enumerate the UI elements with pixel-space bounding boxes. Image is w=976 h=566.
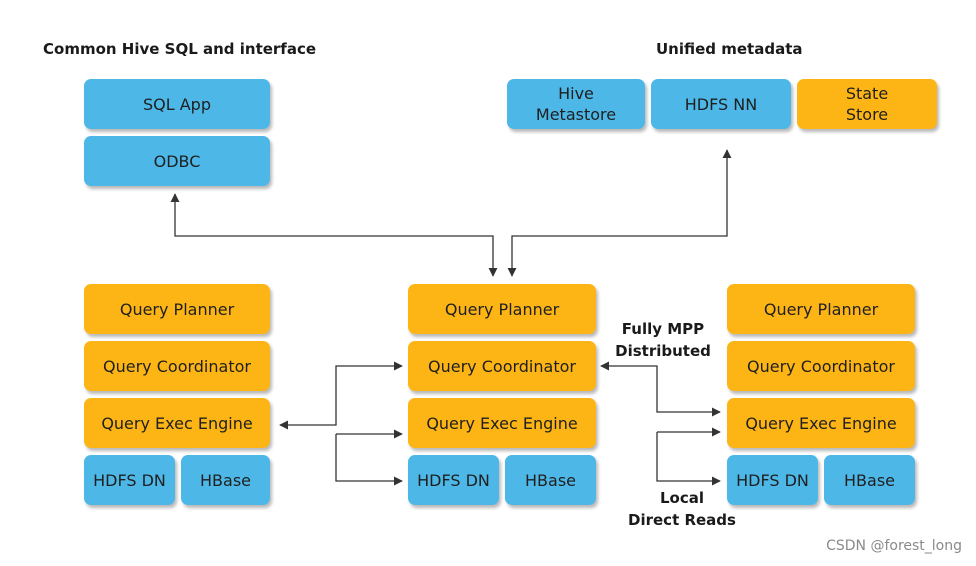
query-planner-box: Query Planner [84,284,270,334]
annotation-fully-mpp: Fully MPP Distributed [615,320,711,360]
heading-unified-metadata: Unified metadata [656,40,803,58]
query-exec-engine-box: Query Exec Engine [84,398,270,448]
query-coordinator-box: Query Coordinator [408,341,596,391]
sql-app-box: SQL App [84,79,270,129]
query-planner-box: Query Planner [408,284,596,334]
query-exec-engine-box: Query Exec Engine [408,398,596,448]
annotation-local-reads: Local Direct Reads [628,489,736,529]
query-coordinator-box: Query Coordinator [727,341,915,391]
arrow-right-exec-to-center-coordinator [600,361,721,417]
hive-metastore-box: Hive Metastore [507,79,645,129]
arrow-left-exec-to-center-coordinator [279,361,403,430]
hdfs-dn-box: HDFS DN [408,455,499,505]
query-exec-engine-box: Query Exec Engine [727,398,915,448]
hdfs-dn-box: HDFS DN [727,455,818,505]
hbase-box: HBase [181,455,270,505]
hbase-box: HBase [505,455,596,505]
arrow-right-local-hdfs [656,432,721,486]
heading-common-hive: Common Hive SQL and interface [43,40,317,58]
watermark: CSDN @forest_long [826,538,962,554]
odbc-box: ODBC [84,136,270,186]
arrow-center-local-hdfs [335,434,403,486]
arrow-center-to-metadata [507,149,732,277]
state-store-box: State Store [797,79,937,129]
query-coordinator-box: Query Coordinator [84,341,270,391]
hdfs-nn-box: HDFS NN [651,79,791,129]
hdfs-dn-box: HDFS DN [84,455,175,505]
hbase-box: HBase [824,455,915,505]
arrow-center-to-odbc [170,193,498,277]
query-planner-box: Query Planner [727,284,915,334]
